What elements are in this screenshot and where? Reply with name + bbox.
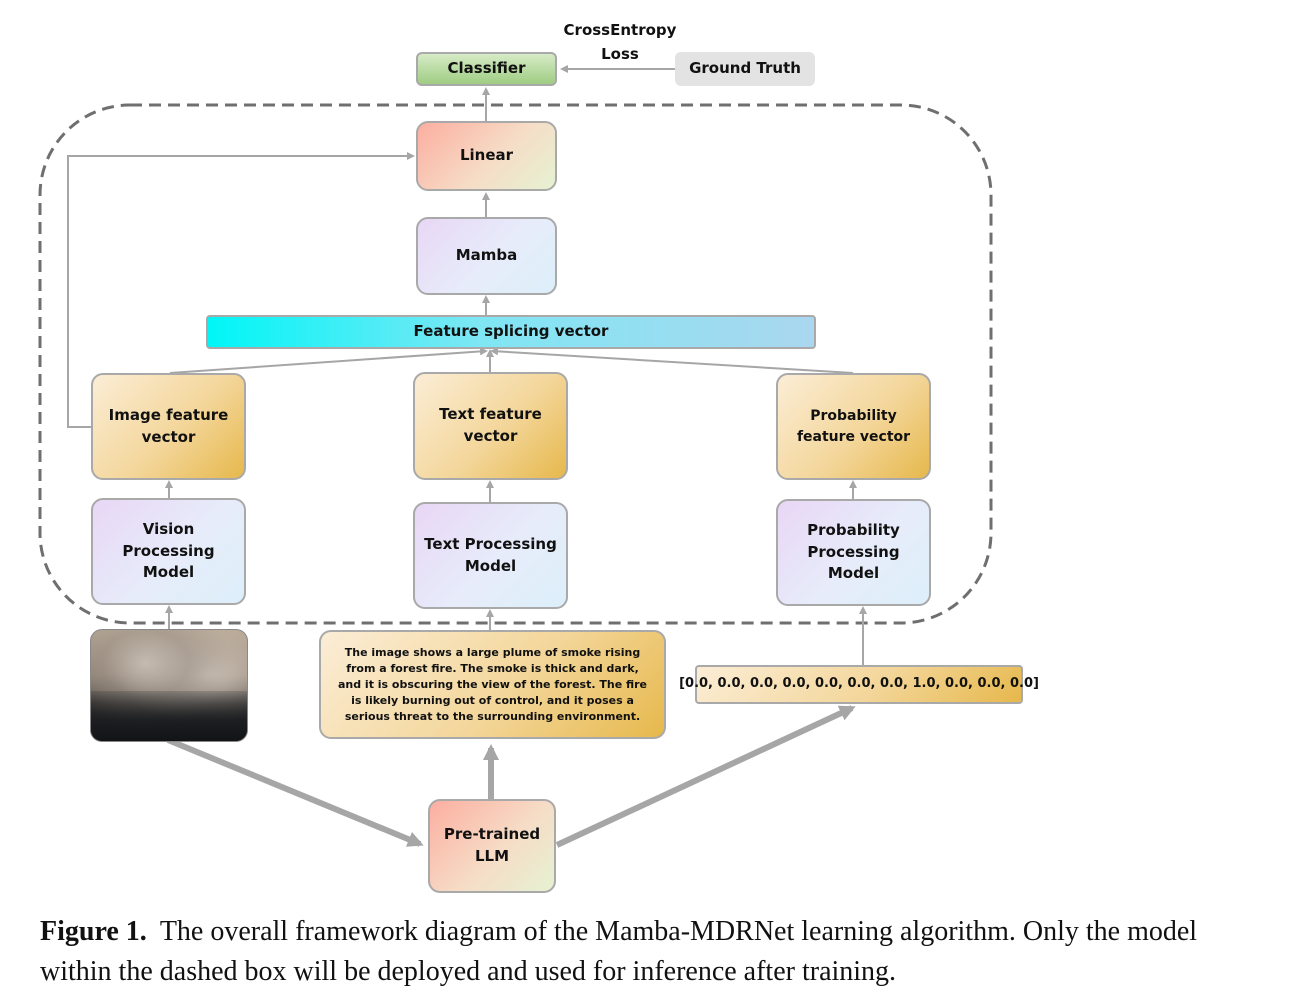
crossentropy-loss-label: CrossEntropy Loss [563, 21, 677, 63]
probability-feature-vector-box: Probability feature vector [776, 373, 931, 480]
text-feature-vector-box: Text feature vector [413, 372, 568, 480]
probability-vector-box: [0.0, 0.0, 0.0, 0.0, 0.0, 0.0, 0.0, 1.0,… [679, 665, 1039, 704]
arrow-image-feature-to-splice [169, 347, 488, 374]
caption-text: The overall framework diagram of the Mam… [40, 916, 1198, 987]
text-processing-model-box: Text Processing Model [413, 502, 568, 609]
linear-box: Linear [416, 121, 557, 191]
mamba-box: Mamba [416, 217, 557, 295]
ground-truth-box: Ground Truth [675, 52, 815, 86]
arrow-image-to-llm [166, 737, 424, 847]
pretrained-llm-box: Pre-trained LLM [428, 799, 556, 893]
arrow-llm-to-prob-vector [555, 705, 856, 848]
vision-processing-model-box: Vision Processing Model [91, 498, 246, 605]
classifier-box: Classifier [416, 52, 557, 86]
arrow-prob-feature-to-splice [490, 347, 854, 374]
forest-fire-image [90, 629, 248, 742]
figure-caption: Figure 1. The overall framework diagram … [40, 912, 1270, 992]
generated-text-description-box: The image shows a large plume of smoke r… [319, 630, 666, 739]
feature-splicing-vector-box: Feature splicing vector [206, 315, 816, 349]
probability-processing-model-box: Probability Processing Model [776, 499, 931, 606]
image-feature-vector-box: Image feature vector [91, 373, 246, 480]
caption-label: Figure 1. [40, 916, 147, 947]
forest-treeline [91, 691, 247, 741]
deployment-dashed-box [38, 103, 993, 625]
arrow-image-feature-skip-to-linear [67, 152, 415, 428]
